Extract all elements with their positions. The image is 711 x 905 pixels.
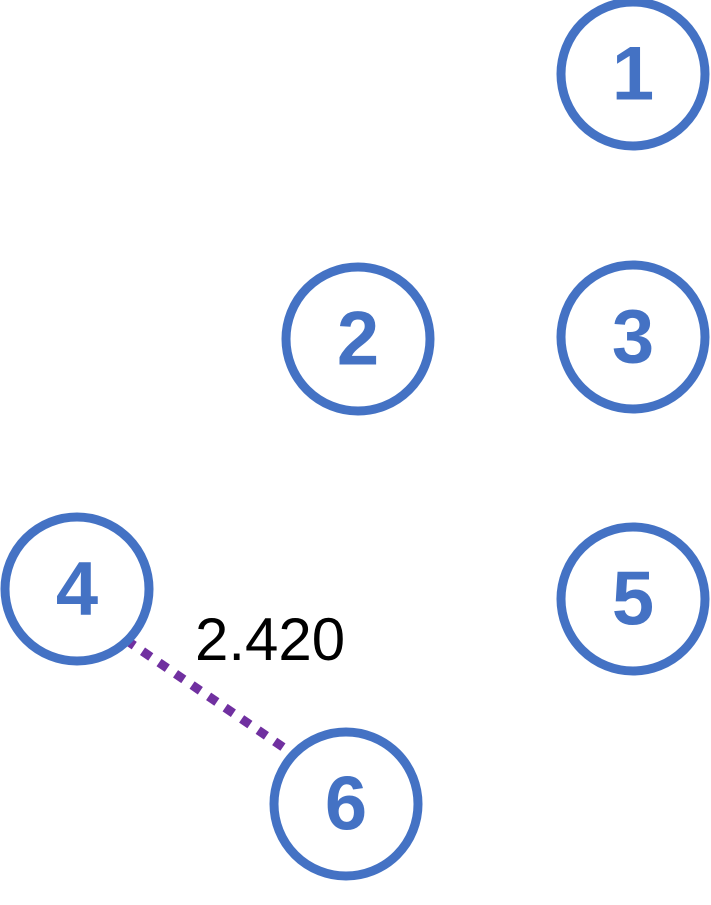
edge-4-6-weight: 2.420 xyxy=(195,606,345,673)
node-2: 2 xyxy=(281,262,435,416)
node-6-label: 6 xyxy=(325,762,367,847)
node-4: 4 xyxy=(0,512,154,666)
node-5: 5 xyxy=(556,522,710,676)
node-1: 1 xyxy=(556,0,710,151)
node-2-label: 2 xyxy=(337,297,379,382)
node-6: 6 xyxy=(269,727,423,881)
node-3: 3 xyxy=(556,260,710,414)
node-5-label: 5 xyxy=(612,557,654,642)
node-4-label: 4 xyxy=(56,547,98,632)
node-3-label: 3 xyxy=(612,295,654,380)
node-1-label: 1 xyxy=(612,32,654,117)
edge-4-6 xyxy=(123,636,299,760)
